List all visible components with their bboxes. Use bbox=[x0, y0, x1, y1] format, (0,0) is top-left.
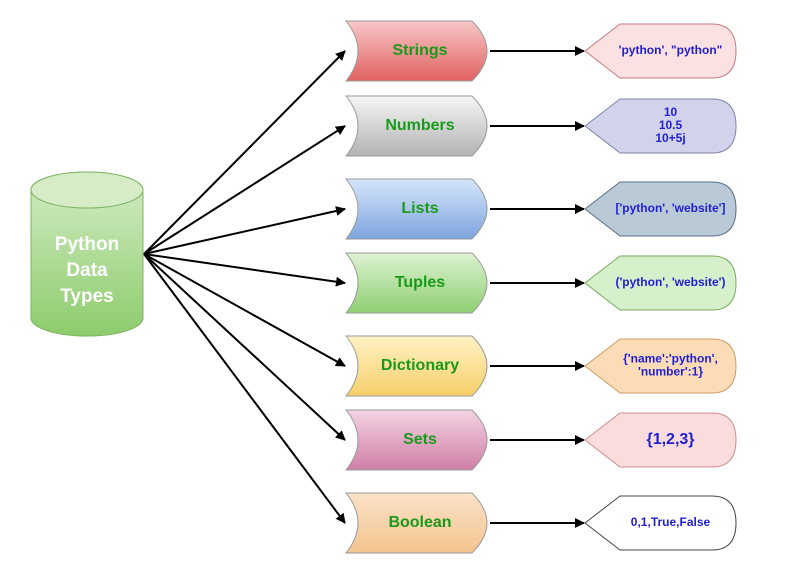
root-title-line: Data bbox=[66, 260, 108, 281]
root-connector-arrow bbox=[143, 253, 346, 287]
example-value-text: 10 bbox=[664, 105, 678, 119]
root-connector-arrow bbox=[143, 253, 346, 441]
example-shape bbox=[584, 412, 737, 468]
example-value-text: ['python', 'website'] bbox=[615, 201, 725, 215]
root-connector-arrow bbox=[143, 253, 346, 524]
example-value-text: {'name':'python', bbox=[623, 352, 718, 366]
type-node-shape bbox=[344, 252, 488, 314]
example-value-text: 'python', "python" bbox=[619, 43, 723, 57]
type-nodes-layer: Strings 'python', "python" Numbers 1010.510… bbox=[344, 20, 737, 554]
example-shape bbox=[584, 255, 737, 311]
example-shape bbox=[584, 338, 737, 394]
example-shape bbox=[584, 181, 737, 237]
root-connector-arrow bbox=[143, 253, 346, 367]
type-node-label: Dictionary bbox=[381, 357, 459, 374]
cylinder-top bbox=[30, 171, 144, 209]
type-node-shape bbox=[344, 492, 488, 554]
type-node-label: Tuples bbox=[395, 274, 445, 291]
root-title-line: Types bbox=[60, 286, 114, 307]
type-node-label: Strings bbox=[392, 42, 447, 59]
type-node-boolean: Boolean 0,1,True,False bbox=[344, 492, 737, 554]
type-node-tuples: Tuples ('python', 'website') bbox=[344, 252, 737, 314]
root-connector-arrow bbox=[143, 125, 346, 255]
example-shape bbox=[584, 98, 737, 154]
type-node-label: Numbers bbox=[385, 117, 454, 134]
example-shape bbox=[584, 23, 737, 79]
type-node-shape bbox=[344, 409, 488, 471]
type-node-label: Boolean bbox=[388, 514, 451, 531]
connector-layer bbox=[143, 50, 346, 524]
example-value-text: ('python', 'website') bbox=[615, 275, 725, 289]
example-value-text: 10.5 bbox=[659, 118, 683, 132]
type-node-shape bbox=[344, 20, 488, 82]
type-node-shape bbox=[344, 335, 488, 397]
type-node-shape bbox=[344, 178, 488, 240]
type-node-dictionary: Dictionary {'name':'python','number':1} bbox=[344, 335, 737, 397]
type-node-lists: Lists ['python', 'website'] bbox=[344, 178, 737, 240]
type-node-shape bbox=[344, 95, 488, 157]
type-node-label: Sets bbox=[403, 431, 437, 448]
example-value-text: 0,1,True,False bbox=[631, 515, 711, 529]
root-connector-arrow bbox=[143, 206, 346, 255]
type-node-label: Lists bbox=[401, 200, 438, 217]
example-value-text: 10+5j bbox=[655, 131, 685, 145]
root-title-line: Python bbox=[55, 234, 119, 255]
example-value-text: 'number':1} bbox=[638, 365, 703, 379]
root-connector-arrow bbox=[143, 50, 346, 255]
example-value-text: {1,2,3} bbox=[646, 431, 694, 448]
type-node-strings: Strings 'python', "python" bbox=[344, 20, 737, 82]
example-shape bbox=[584, 495, 737, 551]
type-node-sets: Sets {1,2,3} bbox=[344, 409, 737, 471]
